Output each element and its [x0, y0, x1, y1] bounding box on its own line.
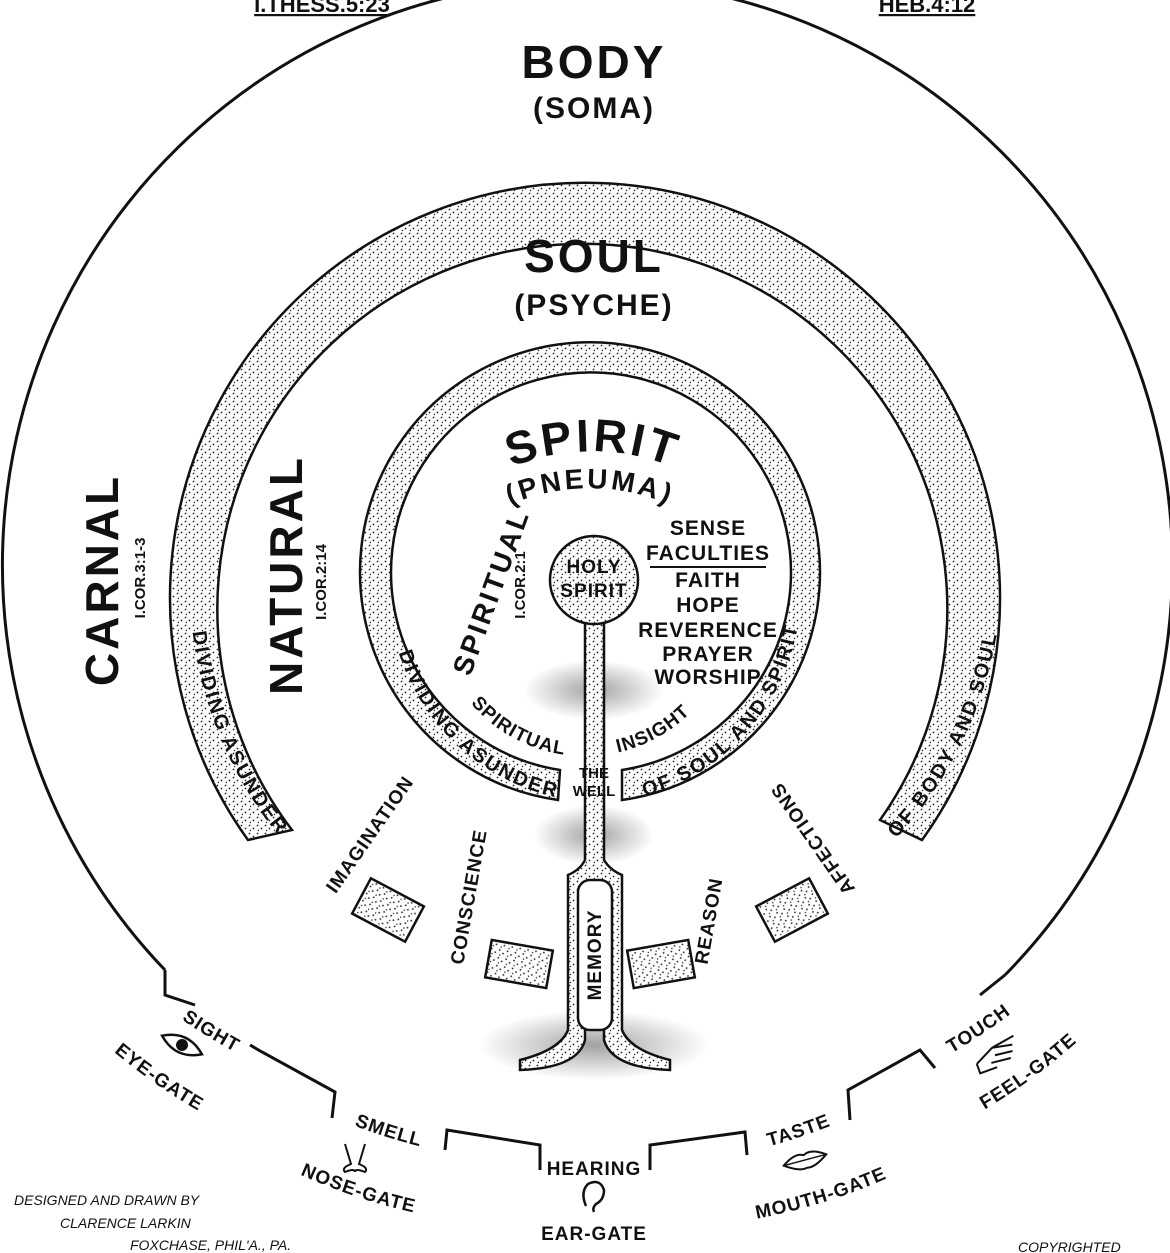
holy-spirit-line1: HOLY [566, 557, 621, 578]
sense-sight: SIGHT [179, 1006, 243, 1057]
memory-label: MEMORY [585, 910, 606, 1001]
conscience-label: CONSCIENCE [447, 828, 491, 966]
gate-nose: NOSE-GATE [298, 1160, 418, 1218]
credit-line1: DESIGNED AND DRAWN BY [14, 1192, 201, 1208]
affections-label: AFFECTIONS [767, 778, 860, 898]
carnal-label: CARNAL [76, 474, 128, 686]
mouth-icon [782, 1148, 828, 1174]
faculty-faculties: FACULTIES [646, 542, 770, 565]
gate-mouth: MOUTH-GATE [754, 1163, 890, 1223]
reference-hebrews: HEB.4:12 [879, 0, 976, 17]
body-title: BODY [522, 36, 667, 88]
soul-title: SOUL [524, 230, 664, 282]
gate-eye: EYE-GATE [111, 1040, 207, 1116]
credit-line2: CLARENCE LARKIN [60, 1215, 192, 1231]
faculty-worship: WORSHIP [654, 666, 761, 689]
spiritual-ref: I.COR.2:1 [512, 551, 529, 619]
faculty-prayer: PRAYER [662, 643, 754, 666]
faculty-reverence: REVERENCE [638, 619, 778, 642]
sense-taste: TASTE [765, 1111, 834, 1152]
faculty-faith: FAITH [675, 569, 741, 592]
faculty-sense: SENSE [670, 517, 746, 540]
well-label-line2: WELL [573, 783, 616, 800]
reference-thess: I.THESS.5:23 [254, 0, 390, 17]
nose-icon [344, 1144, 366, 1172]
natural-label: NATURAL [260, 455, 312, 695]
holy-spirit-circle [550, 536, 638, 624]
holy-spirit-line2: SPIRIT [560, 581, 627, 602]
reason-block [627, 940, 695, 988]
gate-feel: FEEL-GATE [976, 1029, 1080, 1113]
copyright-note: COPYRIGHTED [1018, 1239, 1121, 1253]
conscience-block [485, 940, 553, 988]
spirit-faculties: SENSE FACULTIES FAITH HOPE REVERENCE PRA… [638, 517, 778, 689]
affections-block [756, 878, 828, 941]
reason-label: REASON [692, 876, 728, 966]
soul-greek: (PSYCHE) [514, 289, 673, 322]
imagination-block [352, 878, 424, 941]
natural-ref: I.COR.2:14 [313, 543, 330, 620]
sense-touch: TOUCH [943, 1000, 1014, 1057]
body-greek: (SOMA) [533, 92, 655, 125]
faculty-hope: HOPE [676, 594, 740, 617]
ear-icon [583, 1182, 604, 1212]
well-label-line1: THE [579, 765, 609, 782]
sense-hearing: HEARING [547, 1159, 642, 1180]
gate-ear: EAR-GATE [541, 1224, 647, 1245]
sense-smell: SMELL [352, 1111, 424, 1152]
carnal-ref: I.COR.3:1-3 [132, 538, 149, 619]
credit-line3: FOXCHASE, PHIL'A., PA. [130, 1237, 291, 1253]
